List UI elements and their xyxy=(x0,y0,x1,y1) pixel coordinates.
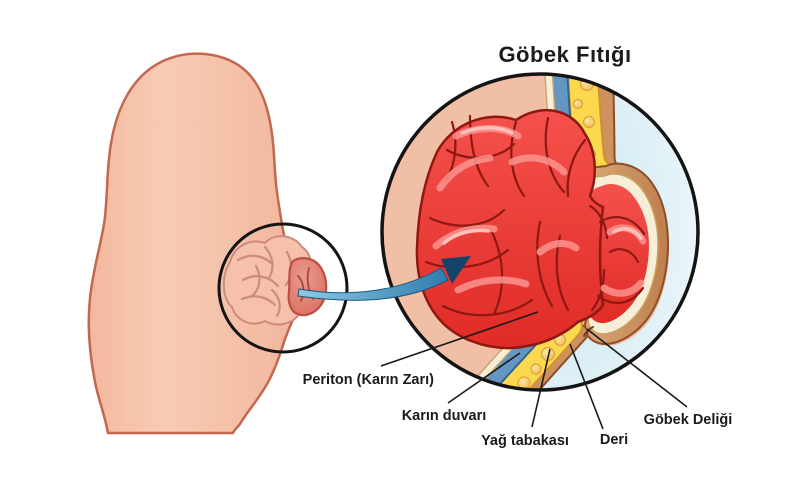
outside-body-area xyxy=(523,74,698,390)
leader-line-yag-tabakasi xyxy=(531,348,551,428)
label-periton: Periton (Karın Zarı) xyxy=(303,372,434,388)
navel-opening xyxy=(583,326,594,337)
label-yag-tabakasi: Yağ tabakası xyxy=(481,433,569,449)
zoom-arrow xyxy=(297,256,471,301)
diagram-title: Göbek Fıtığı xyxy=(498,42,631,67)
label-karin-duvari: Karın duvarı xyxy=(402,408,487,424)
hernia-bulge xyxy=(287,257,328,317)
label-deri: Deri xyxy=(600,432,628,448)
torso-figure xyxy=(87,52,303,435)
intestines xyxy=(415,108,605,350)
leader-line-periton xyxy=(380,311,539,367)
leader-line-deri xyxy=(569,343,604,430)
hernia-location-circle xyxy=(217,222,349,354)
leader-line-karin-duvari xyxy=(447,352,521,404)
magnified-view xyxy=(382,74,698,390)
label-gobek-deligi: Göbek Deliği xyxy=(644,412,733,428)
leader-line-gobek-deligi xyxy=(586,328,688,408)
